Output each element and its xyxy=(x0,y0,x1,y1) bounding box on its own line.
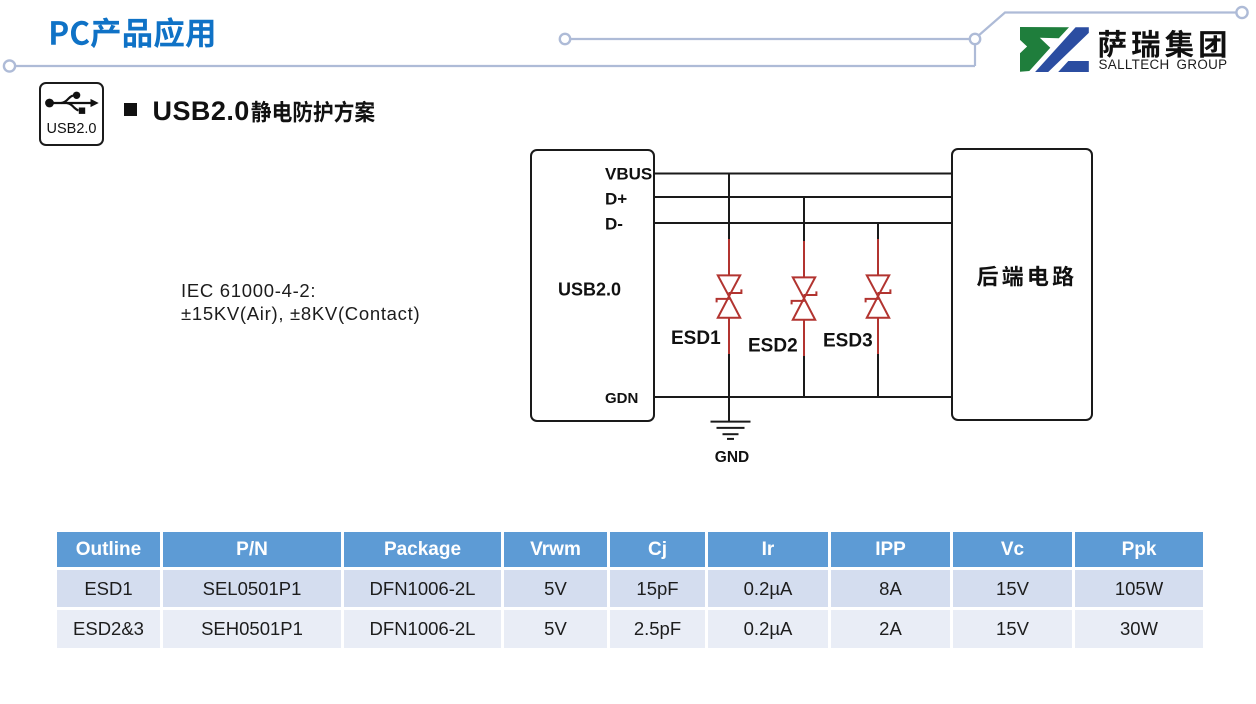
svg-text:D+: D+ xyxy=(605,190,627,209)
svg-text:ESD3: ESD3 xyxy=(823,330,873,351)
svg-text:VBUS: VBUS xyxy=(605,165,652,184)
svg-text:GDN: GDN xyxy=(605,390,638,407)
svg-text:USB2.0: USB2.0 xyxy=(558,280,621,300)
svg-text:ESD2: ESD2 xyxy=(748,335,798,356)
svg-text:GND: GND xyxy=(715,449,749,466)
svg-text:D-: D- xyxy=(605,215,623,234)
svg-text:ESD1: ESD1 xyxy=(671,328,721,349)
